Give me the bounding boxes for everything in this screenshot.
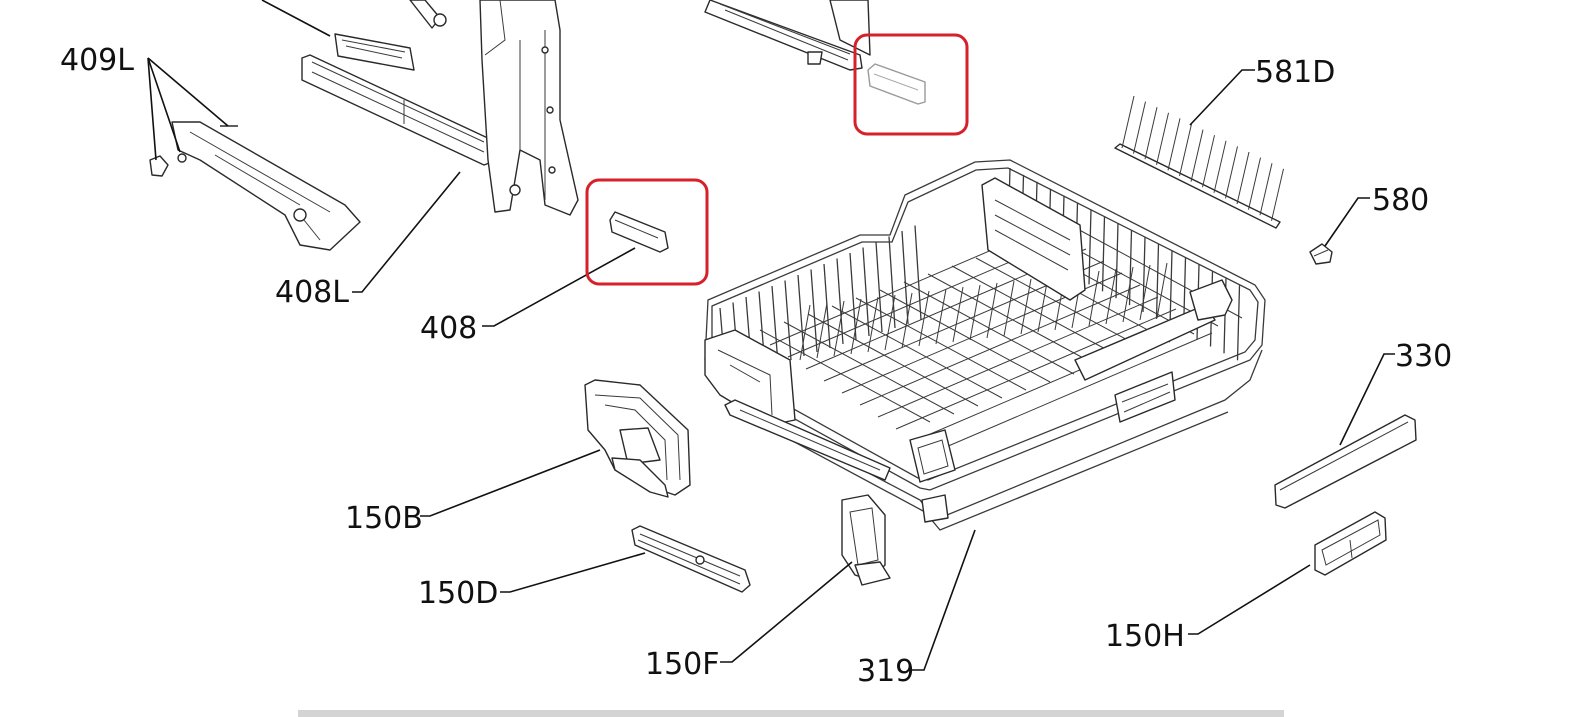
label-581D: 581D <box>1255 55 1335 90</box>
label-580: 580 <box>1372 183 1429 218</box>
label-408: 408 <box>420 311 477 346</box>
label-319: 319 <box>857 654 914 689</box>
part-150B-bracket <box>584 379 691 498</box>
leader-lines <box>147 57 1395 671</box>
label-409L: 409L <box>60 43 134 78</box>
label-330: 330 <box>1395 339 1452 374</box>
label-150F: 150F <box>645 647 720 682</box>
part-150D-rail <box>631 525 751 593</box>
part-150F-clip <box>841 494 891 586</box>
label-150D: 150D <box>418 576 498 611</box>
part-409L-bracket <box>149 121 361 251</box>
part-top-center-rail <box>704 0 871 71</box>
part-150H-handle <box>1314 511 1387 576</box>
part-580-clip <box>1309 243 1333 265</box>
part-top-clip <box>867 63 926 105</box>
highlight-box-top-clip <box>853 33 969 136</box>
part-408L-rail <box>301 54 493 166</box>
part-side-frame <box>479 0 579 216</box>
part-330-bar <box>1274 414 1417 509</box>
part-581D-tine-row <box>1114 95 1284 229</box>
label-150H: 150H <box>1105 619 1185 654</box>
part-319-basket <box>704 159 1266 531</box>
horizontal-scrollbar[interactable] <box>298 710 1284 717</box>
part-408-clip <box>609 211 669 253</box>
part-top-left-bracket <box>261 0 447 71</box>
label-150B: 150B <box>345 501 423 536</box>
highlight-box-408 <box>585 178 709 286</box>
label-408L: 408L <box>275 275 349 310</box>
